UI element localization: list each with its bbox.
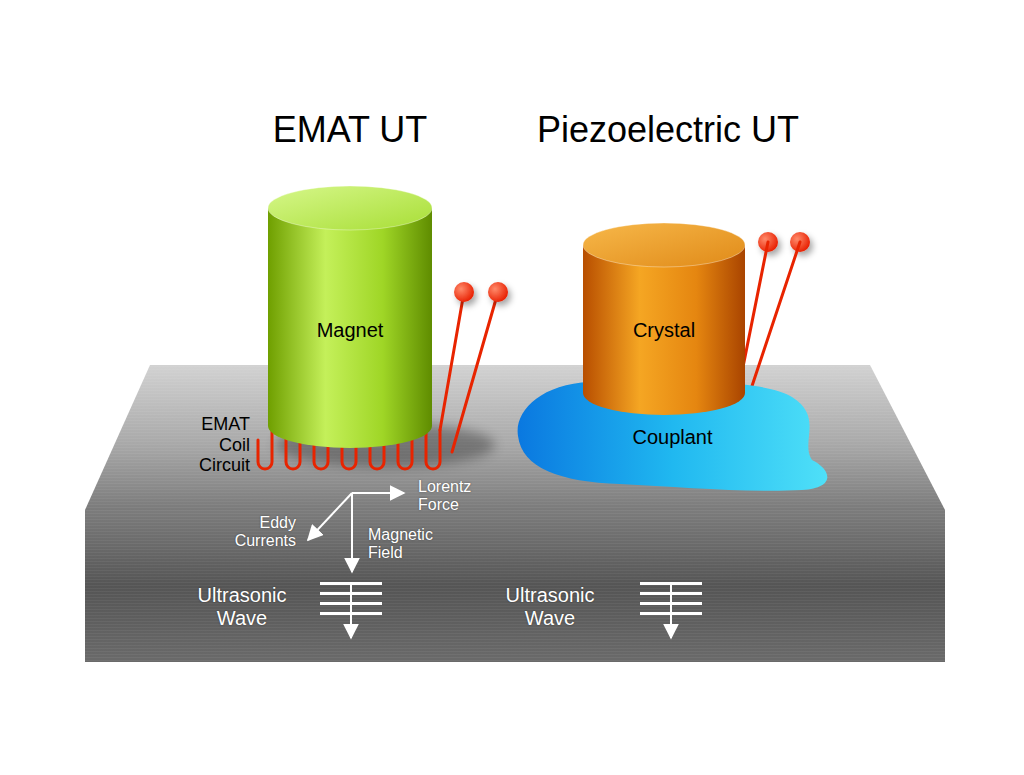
crystal-wires: [742, 242, 800, 392]
wave-symbol: [640, 582, 702, 638]
wave-label: Ultrasonic Wave: [506, 584, 595, 630]
force-label: Magnetic Field: [368, 526, 433, 563]
node-label: Crystal: [583, 318, 745, 342]
force-label: Lorentz Force: [418, 478, 471, 515]
section-heading: Piezoelectric UT: [537, 109, 799, 150]
steel-top-face: [85, 365, 945, 510]
wave-label: Ultrasonic Wave: [198, 584, 287, 630]
part-label: EMAT Coil Circuit: [199, 414, 250, 476]
force-label: Eddy Currents: [235, 514, 296, 551]
magnet-cylinder: Magnet: [268, 186, 432, 448]
steel-front-face: [85, 510, 945, 662]
node-label: Couplant: [510, 425, 835, 449]
section-heading: EMAT UT: [273, 109, 428, 150]
node-label: Magnet: [268, 318, 432, 342]
crystal-cylinder: Crystal: [583, 223, 745, 415]
wave-symbol: [320, 582, 382, 638]
magnet-cylinder-shape: [268, 186, 432, 448]
